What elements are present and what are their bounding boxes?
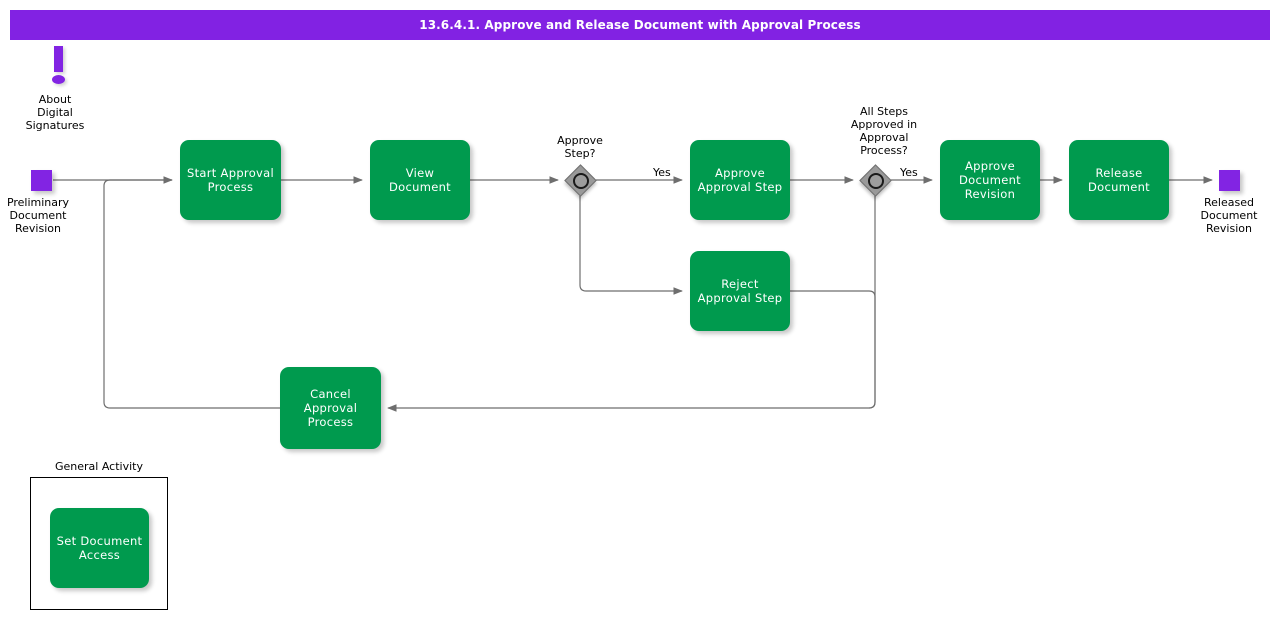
gateway-all-approved-label: All Steps Approved in Approval Process? bbox=[850, 105, 918, 157]
activity-set-document-access[interactable]: Set Document Access bbox=[50, 508, 149, 588]
activity-label: Cancel Approval Process bbox=[303, 387, 358, 429]
gateway-inclusive-ring-icon bbox=[573, 173, 589, 189]
gateway-approve-step[interactable] bbox=[564, 164, 597, 197]
activity-release-document[interactable]: Release Document bbox=[1069, 140, 1169, 220]
gateway-all-steps-approved[interactable] bbox=[859, 164, 892, 197]
end-event-label: Released Document Revision bbox=[1200, 196, 1258, 235]
gateway-approve-step-label: Approve Step? bbox=[557, 134, 603, 160]
start-event-label: Preliminary Document Revision bbox=[6, 196, 70, 235]
activity-label: Approve Document Revision bbox=[959, 159, 1021, 201]
page-title-bar: 13.6.4.1. Approve and Release Document w… bbox=[10, 10, 1270, 40]
activity-label: Reject Approval Step bbox=[697, 277, 783, 305]
activity-start-approval-process[interactable]: Start Approval Process bbox=[180, 140, 281, 220]
activity-reject-approval-step[interactable]: Reject Approval Step bbox=[690, 251, 790, 331]
activity-view-document[interactable]: View Document bbox=[370, 140, 470, 220]
annotation-label: About Digital Signatures bbox=[25, 93, 85, 132]
activity-label: Start Approval Process bbox=[187, 166, 274, 194]
flow-gw1-no-to-reject-step bbox=[579, 196, 683, 295]
flow-reject-step-loop bbox=[790, 290, 876, 409]
activity-label: View Document bbox=[389, 166, 451, 194]
activity-approve-document-revision[interactable]: Approve Document Revision bbox=[940, 140, 1040, 220]
activity-label: Approve Approval Step bbox=[697, 166, 783, 194]
activity-approve-approval-step[interactable]: Approve Approval Step bbox=[690, 140, 790, 220]
flow-gw2-no-to-cancel bbox=[387, 196, 876, 412]
activity-label: Release Document bbox=[1088, 166, 1150, 194]
group-title-general-activity: General Activity bbox=[55, 460, 143, 473]
exclamation-dot bbox=[52, 75, 65, 84]
flow-label-yes-2: Yes bbox=[900, 166, 918, 179]
start-event-preliminary-document-revision[interactable] bbox=[31, 170, 52, 191]
flow-label-yes-1: Yes bbox=[653, 166, 671, 179]
flow-cancel-to-start-approval bbox=[103, 179, 280, 409]
gateway-inclusive-ring-icon bbox=[868, 173, 884, 189]
exclamation-icon bbox=[48, 46, 70, 86]
activity-cancel-approval-process[interactable]: Cancel Approval Process bbox=[280, 367, 381, 449]
activity-label: Set Document Access bbox=[56, 534, 143, 562]
end-event-released-document-revision[interactable] bbox=[1219, 170, 1240, 191]
page-title: 13.6.4.1. Approve and Release Document w… bbox=[419, 18, 861, 32]
exclamation-bar bbox=[54, 46, 63, 72]
